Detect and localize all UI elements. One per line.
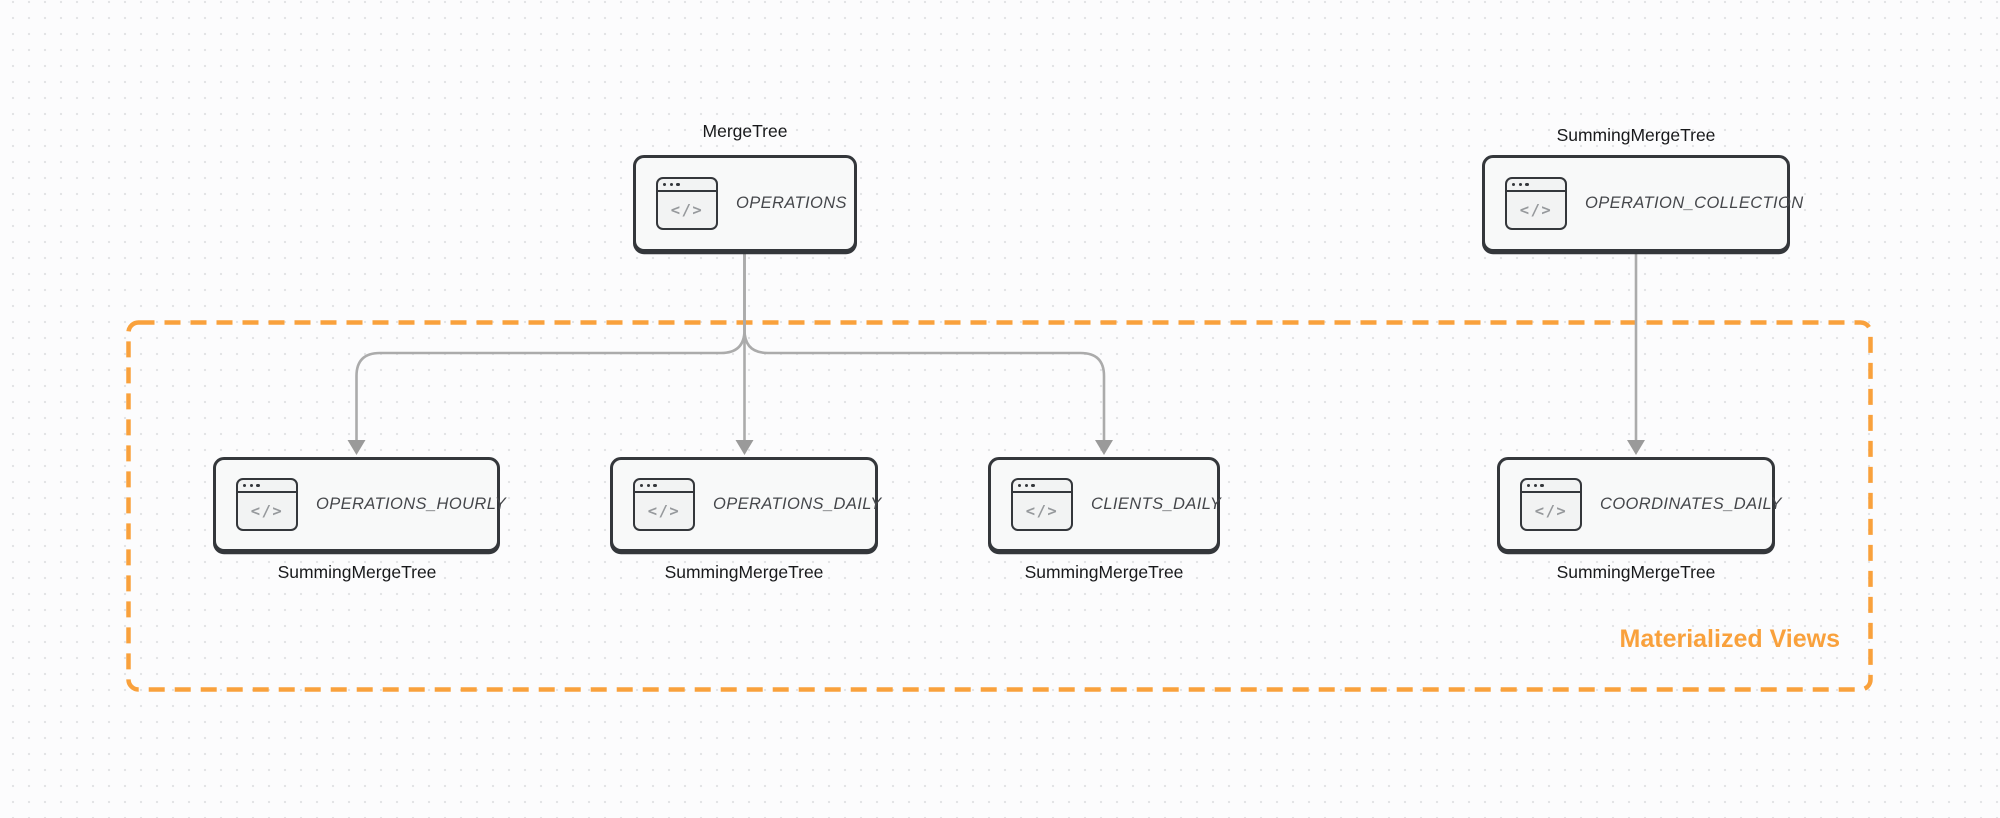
window-dot	[1024, 483, 1028, 488]
code-glyph: </>	[1534, 501, 1568, 520]
window-dot	[249, 483, 253, 488]
window-dot	[243, 483, 247, 488]
window-dot	[676, 182, 680, 187]
table-label: OPERATIONS_HOURLY	[316, 495, 507, 513]
engine-label-operations: MergeTree	[702, 121, 788, 141]
engine-label-coordinates-daily: SummingMergeTree	[1556, 562, 1716, 582]
node-clients-daily: </> CLIENTS_DAILY	[988, 457, 1222, 552]
window-dot	[669, 182, 673, 187]
code-window-icon: </>	[1505, 177, 1567, 230]
engine-label-clients-daily: SummingMergeTree	[1024, 562, 1184, 582]
window-dot	[256, 483, 260, 488]
node-operations-hourly: </> OPERATIONS_HOURLY	[213, 457, 506, 552]
arrowhead-clients-daily	[1095, 440, 1113, 455]
engine-label-operations-daily: SummingMergeTree	[664, 562, 824, 582]
node-operation-collection: </> OPERATION_COLLECTION	[1482, 155, 1803, 252]
code-glyph: </>	[647, 501, 681, 520]
window-bar	[1522, 480, 1580, 493]
window-bar	[238, 480, 296, 493]
window-dot	[1518, 182, 1522, 187]
node-operations-daily: </> OPERATIONS_DAILY	[610, 457, 881, 552]
window-dot	[653, 483, 657, 488]
window-bar	[1507, 179, 1565, 192]
engine-label-operation-collection: SummingMergeTree	[1556, 125, 1716, 145]
code-window-icon: </>	[236, 478, 298, 531]
code-glyph: </>	[670, 200, 704, 219]
window-dot	[1527, 483, 1531, 488]
window-dot	[646, 483, 650, 488]
materialized-views-group-label: Materialized Views	[1619, 625, 1840, 653]
node-coordinates-daily: </> COORDINATES_DAILY	[1497, 457, 1782, 552]
code-window-icon: </>	[656, 177, 718, 230]
edge-operations-to-operations-hourly	[355, 252, 746, 441]
materialized-views-boundary	[126, 320, 1873, 692]
window-dot	[1540, 483, 1544, 488]
window-bar	[1013, 480, 1071, 493]
table-label: OPERATION_COLLECTION	[1585, 194, 1804, 212]
window-dot	[1031, 483, 1035, 488]
code-glyph: </>	[250, 501, 284, 520]
window-dot	[1533, 483, 1537, 488]
edge-operations-to-clients-daily	[743, 252, 1106, 441]
arrowhead-coordinates-daily	[1627, 440, 1645, 455]
code-window-icon: </>	[633, 478, 695, 531]
code-window-icon: </>	[1011, 478, 1073, 531]
table-label: CLIENTS_DAILY	[1091, 495, 1222, 513]
arrowhead-operations-hourly	[347, 440, 366, 455]
engine-label-operations-hourly: SummingMergeTree	[277, 562, 437, 582]
table-label: OPERATIONS_DAILY	[713, 495, 882, 513]
window-dot	[663, 182, 667, 187]
window-bar	[658, 179, 716, 192]
code-glyph: </>	[1519, 200, 1553, 219]
window-bar	[635, 480, 693, 493]
window-dot	[1018, 483, 1022, 488]
window-dot	[640, 483, 644, 488]
node-operations: </> OPERATIONS	[633, 155, 857, 252]
code-glyph: </>	[1025, 501, 1059, 520]
code-window-icon: </>	[1520, 478, 1582, 531]
table-label: COORDINATES_DAILY	[1600, 495, 1782, 513]
table-label: OPERATIONS	[736, 194, 847, 212]
window-dot	[1512, 182, 1516, 187]
window-dot	[1525, 182, 1529, 187]
arrowhead-operations-daily	[735, 440, 754, 455]
